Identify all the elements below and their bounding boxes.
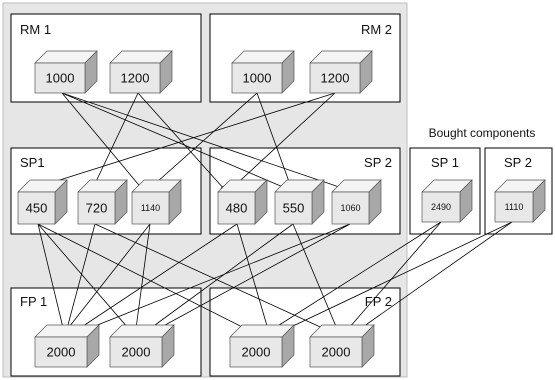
arrow-12 [63,223,96,337]
arrow-21 [144,223,351,337]
arrow-10 [37,223,136,337]
group-label-fp1: FP 1 [20,294,47,309]
item-box-rm1-b: 1200 [109,50,173,94]
arrow-20 [69,223,351,337]
arrow-18 [139,223,294,337]
group-label-sp1: SP1 [20,155,45,170]
group-label-fp2: FP 2 [365,294,392,309]
arrow-6 [256,92,293,191]
item-label: 1200 [321,71,350,86]
arrow-0 [61,92,144,191]
item-box-sp1-c: 1140 [131,179,182,225]
item-box-rm2-a: 1000 [231,50,295,94]
item-box-sp2-c: 1060 [331,179,382,225]
arrow-2 [61,92,349,191]
item-label: 450 [26,201,48,216]
item-label: 1200 [121,71,150,86]
group-label-bought-sp2: SP 2 [504,155,532,170]
item-label: 2000 [122,345,151,360]
item-box-rm1-a: 1000 [34,50,98,94]
item-box-bsp2-a: 1110 [494,179,546,223]
item-label: 480 [226,201,248,216]
arrow-16 [67,223,238,337]
item-box-fp2-a: 2000 [229,324,295,368]
arrow-24 [271,221,513,337]
arrow-7 [27,92,336,191]
item-label: 2000 [242,345,271,360]
group-label-bought-sp1: SP 1 [431,155,459,170]
arrow-5 [147,92,258,191]
group-label-sp2: SP 2 [364,155,392,170]
connection-arrows [27,92,513,337]
item-label: 720 [86,201,108,216]
arrow-22 [261,221,442,337]
item-label: 550 [283,201,305,216]
arrow-8 [229,92,336,191]
group-label-rm2: RM 2 [361,22,392,37]
item-label: 1110 [505,202,524,212]
item-label: 2000 [322,345,351,360]
item-box-fp1-b: 2000 [109,324,175,368]
group-label-rm1: RM 1 [20,22,51,37]
item-box-rm2-b: 1200 [309,50,373,94]
item-box-fp2-b: 2000 [309,324,375,368]
item-box-fp1-a: 2000 [34,324,100,368]
arrow-14 [61,223,151,337]
item-box-bsp1-a: 2490 [421,179,473,223]
item-label: 1000 [243,71,272,86]
item-box-sp1-b: 720 [77,179,128,225]
arrow-3 [91,92,139,191]
item-label: 2490 [431,202,451,212]
arrow-11 [37,223,261,337]
item-label: 1000 [46,71,75,86]
item-boxes: 1000 1200 1000 1200 450 720 1140 480 550 1060 2490… [17,50,546,368]
arrow-1 [61,92,291,191]
arrow-25 [349,221,513,337]
arrow-19 [292,223,341,337]
arrow-9 [37,223,67,337]
arrow-17 [236,223,272,337]
item-box-sp1-a: 450 [17,179,68,225]
bought-components-heading: Bought components [429,126,536,140]
arrow-15 [133,223,151,337]
item-box-sp2-a: 480 [217,179,268,225]
item-box-sp2-b: 550 [274,179,325,225]
item-label: 1140 [141,203,160,213]
item-label: 2000 [47,345,76,360]
item-label: 1060 [340,203,360,213]
